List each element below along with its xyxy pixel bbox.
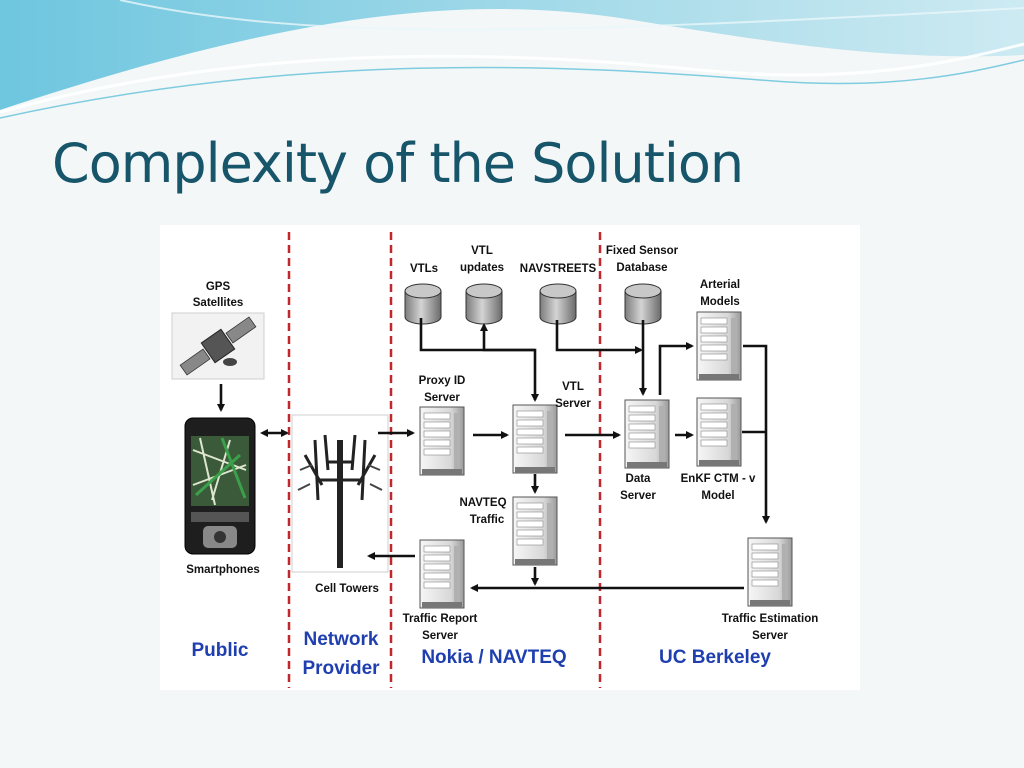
label-traffic-report-1: Traffic Report (403, 613, 478, 625)
zone-network-1: Network (304, 629, 379, 650)
label-arterial-1: Arterial (700, 279, 740, 291)
gps-satellite-icon (172, 312, 264, 380)
label-data-server-1: Data (626, 473, 652, 485)
label-proxy-1: Proxy ID (419, 375, 466, 387)
label-vtls: VTLs (410, 263, 438, 275)
zone-public: Public (191, 640, 248, 661)
label-traffic-est-1: Traffic Estimation (722, 613, 819, 625)
label-vtl-server-2: Server (555, 398, 591, 410)
proxy-id-server-icon (420, 407, 464, 475)
label-navstreets: NAVSTREETS (520, 263, 597, 275)
label-enkf-1: EnKF CTM - v (681, 473, 756, 485)
label-navteq-traffic-1: NAVTEQ (459, 497, 506, 509)
label-navteq-traffic-2: Traffic (470, 514, 505, 526)
smartphone-icon (185, 418, 255, 554)
label-vtl-updates-2: updates (460, 262, 504, 274)
traffic-report-server-icon (420, 540, 464, 608)
zone-nokia: Nokia / NAVTEQ (421, 647, 566, 668)
label-vtl-server-1: VTL (562, 381, 584, 393)
label-traffic-report-2: Server (422, 630, 458, 642)
label-gps-2: Satellites (193, 297, 244, 309)
fixed-sensor-database-icon (625, 284, 661, 324)
navstreets-database-icon (540, 284, 576, 324)
label-cell-towers: Cell Towers (315, 583, 379, 595)
slide-title: Complexity of the Solution (52, 132, 743, 195)
arterial-models-server-icon (697, 312, 741, 380)
label-fixed-sensor-2: Database (616, 262, 667, 274)
zone-network-2: Provider (302, 658, 380, 679)
label-enkf-2: Model (701, 490, 734, 502)
label-gps-1: GPS (206, 281, 231, 293)
label-data-server-2: Server (620, 490, 656, 502)
label-traffic-est-2: Server (752, 630, 788, 642)
zone-berkeley: UC Berkeley (659, 647, 771, 668)
cell-tower-icon (292, 415, 388, 572)
enkf-model-server-icon (697, 398, 741, 466)
label-arterial-2: Models (700, 296, 740, 308)
vtl-server-icon (513, 405, 557, 473)
label-smartphones: Smartphones (186, 564, 260, 576)
navteq-traffic-server-icon (513, 497, 557, 565)
vtls-database-icon (405, 284, 441, 324)
vtl-updates-database-icon (466, 284, 502, 324)
data-server-icon (625, 400, 669, 468)
label-fixed-sensor-1: Fixed Sensor (606, 245, 679, 257)
label-vtl-updates-1: VTL (471, 245, 493, 257)
label-proxy-2: Server (424, 392, 460, 404)
traffic-estimation-server-icon (748, 538, 792, 606)
